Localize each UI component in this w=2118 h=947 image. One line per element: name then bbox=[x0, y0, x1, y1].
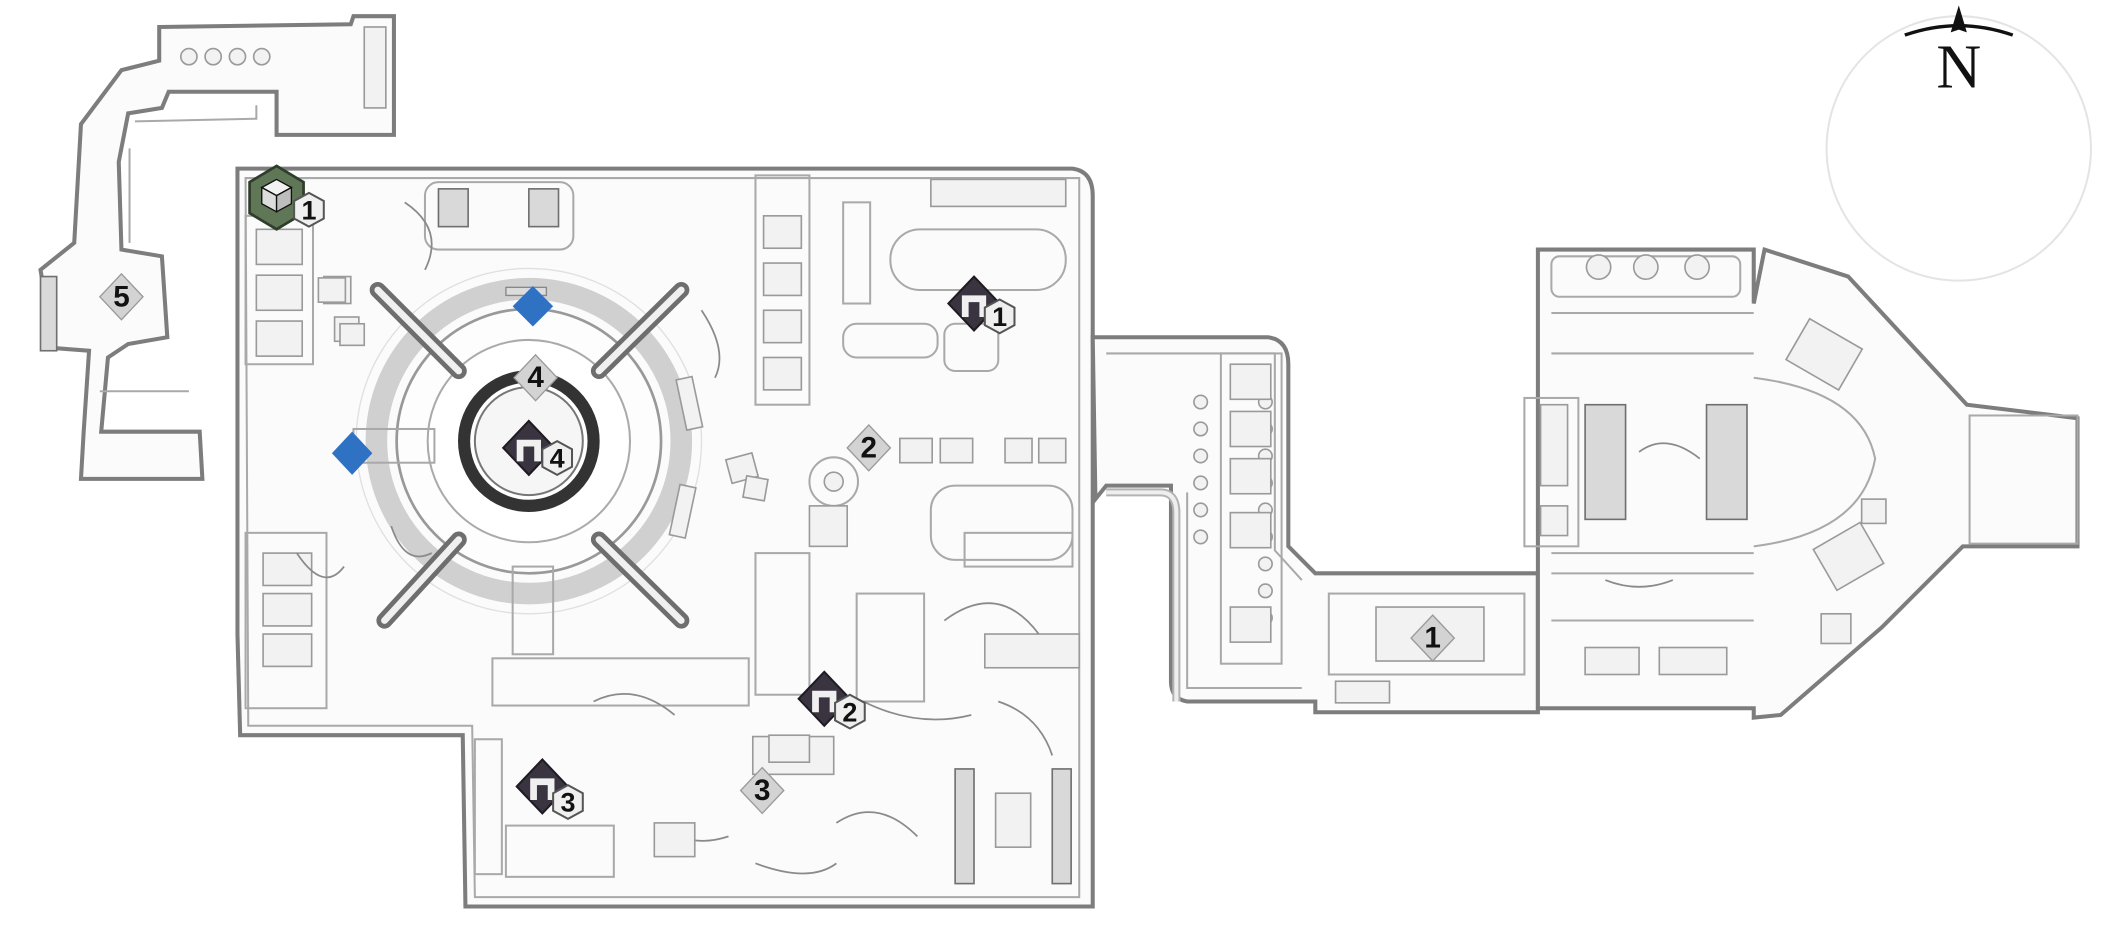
objective-marker-2[interactable]: 2 bbox=[797, 670, 866, 730]
secondary-marker-5[interactable]: 5 bbox=[98, 272, 144, 321]
blue-point-west[interactable] bbox=[331, 431, 373, 475]
objective-number-4: 4 bbox=[550, 444, 565, 474]
armor-crate-icon bbox=[260, 178, 293, 213]
doorway-objective-icon bbox=[961, 295, 987, 318]
secondary-number-1: 1 bbox=[1424, 622, 1440, 655]
compass: N bbox=[1825, 5, 2092, 282]
compass-north-label: N bbox=[1936, 33, 1981, 101]
blue-diamond-icon bbox=[512, 285, 554, 327]
secondary-number-2: 2 bbox=[861, 431, 878, 464]
objective-number-2: 2 bbox=[842, 697, 857, 727]
secondary-marker-4[interactable]: 4 bbox=[513, 353, 559, 402]
blue-point-north[interactable] bbox=[505, 285, 554, 327]
north-arrow-icon bbox=[1950, 5, 1967, 33]
secondary-number-3: 3 bbox=[754, 774, 771, 807]
objective-number-3: 3 bbox=[560, 788, 575, 818]
doorway-objective-icon bbox=[530, 778, 555, 800]
east-building bbox=[1523, 246, 2080, 720]
secondary-marker-1[interactable]: 1 bbox=[1410, 614, 1456, 662]
doorway-objective-icon bbox=[812, 690, 837, 713]
east-connector bbox=[1090, 335, 1540, 715]
blue-diamond-icon bbox=[331, 431, 373, 475]
doorway-objective-icon bbox=[516, 439, 541, 462]
northwest-corridor bbox=[38, 14, 396, 481]
objective-number-1: 1 bbox=[992, 302, 1007, 332]
spawn-marker-number: 1 bbox=[301, 195, 316, 225]
objective-marker-1[interactable]: 1 bbox=[946, 275, 1016, 335]
objective-marker-4[interactable]: 4 bbox=[501, 419, 574, 477]
objective-marker-3[interactable]: 3 bbox=[515, 758, 584, 820]
spawn-marker[interactable]: 1 bbox=[248, 164, 325, 231]
secondary-number-4: 4 bbox=[527, 361, 544, 394]
secondary-number-5: 5 bbox=[113, 280, 130, 313]
secondary-marker-3[interactable]: 3 bbox=[739, 766, 785, 815]
secondary-marker-2[interactable]: 2 bbox=[846, 423, 892, 472]
